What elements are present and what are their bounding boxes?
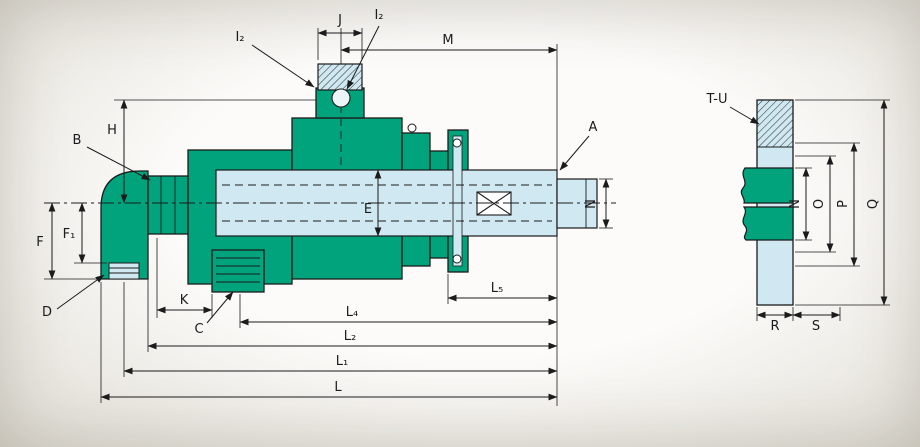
- top-port-circle: [331, 88, 351, 108]
- bottom-bracket: [211, 249, 265, 293]
- dim-F1: [74, 202, 107, 264]
- dim-Q: [795, 99, 890, 306]
- label-n-main: N: [584, 199, 599, 209]
- dim-L1: [123, 282, 558, 377]
- dim-N-side: [795, 167, 812, 241]
- ring-pin-top: [452, 138, 462, 148]
- label-c: C: [194, 322, 203, 337]
- supply-nut-facets: [160, 176, 176, 234]
- label-j: J: [337, 13, 342, 28]
- label-i2-left: I₂: [235, 30, 244, 45]
- leader-C: [206, 291, 234, 324]
- hub-upper: [740, 167, 794, 204]
- top-port-cap: [317, 63, 363, 91]
- hub-lower: [742, 206, 794, 241]
- label-f1: F₁: [63, 227, 76, 242]
- label-f: F: [36, 235, 43, 250]
- label-k: K: [180, 293, 189, 308]
- shaft-end: [556, 178, 598, 229]
- leader-A: [559, 135, 590, 171]
- elbow-port-threads: [109, 267, 139, 274]
- label-n-side: N: [788, 199, 803, 209]
- elbow-fitting: [100, 170, 149, 280]
- label-l1: L₁: [336, 354, 348, 369]
- bottom-bracket-ribs: [216, 257, 260, 283]
- ring-pin-bottom: [452, 254, 462, 264]
- dim-K: [156, 238, 213, 318]
- label-i2-right: I₂: [374, 8, 383, 23]
- label-s: S: [812, 319, 820, 334]
- leader-I2-right: [346, 25, 380, 90]
- flange-hatch-top: [757, 100, 793, 147]
- label-q: Q: [866, 199, 881, 209]
- label-h: H: [107, 123, 117, 138]
- label-p: P: [836, 200, 851, 208]
- label-l4: L₄: [346, 305, 358, 320]
- dim-J: [317, 28, 363, 60]
- label-m: M: [442, 33, 453, 48]
- label-l2: L₂: [344, 329, 356, 344]
- label-l: L: [334, 380, 342, 395]
- label-e: E: [364, 202, 372, 217]
- dim-S: [792, 307, 841, 321]
- supply-nut: [147, 175, 189, 235]
- dim-L5: [447, 274, 558, 304]
- flange-side-view: T-U N O P Q R: [706, 92, 890, 334]
- label-a: A: [589, 120, 598, 135]
- dim-F: [44, 202, 99, 280]
- dim-N-main: [599, 178, 613, 229]
- label-l5: L₅: [491, 281, 503, 296]
- bearing-symbol: [476, 191, 512, 216]
- elbow-port-bore: [108, 262, 140, 280]
- dim-L4: [239, 294, 558, 328]
- dim-H: [114, 99, 316, 204]
- leader-TU: [729, 106, 760, 125]
- main-assembly-view: J M I₂ I₂ A N H F: [36, 8, 616, 406]
- leader-D: [56, 274, 105, 310]
- housing-screw: [407, 123, 417, 133]
- label-o: O: [812, 199, 827, 209]
- dim-L2: [147, 238, 558, 352]
- label-b: B: [73, 133, 82, 148]
- label-r: R: [770, 319, 779, 334]
- dim-L: [100, 282, 558, 403]
- leader-I2-left: [251, 44, 315, 88]
- label-tu: T-U: [706, 92, 728, 107]
- dim-P: [795, 142, 860, 267]
- label-d: D: [42, 305, 52, 320]
- leader-B: [86, 146, 151, 181]
- shaft-bore-lines: [222, 92, 552, 222]
- dim-O: [795, 155, 836, 253]
- ring-seal-stripe: [452, 135, 463, 267]
